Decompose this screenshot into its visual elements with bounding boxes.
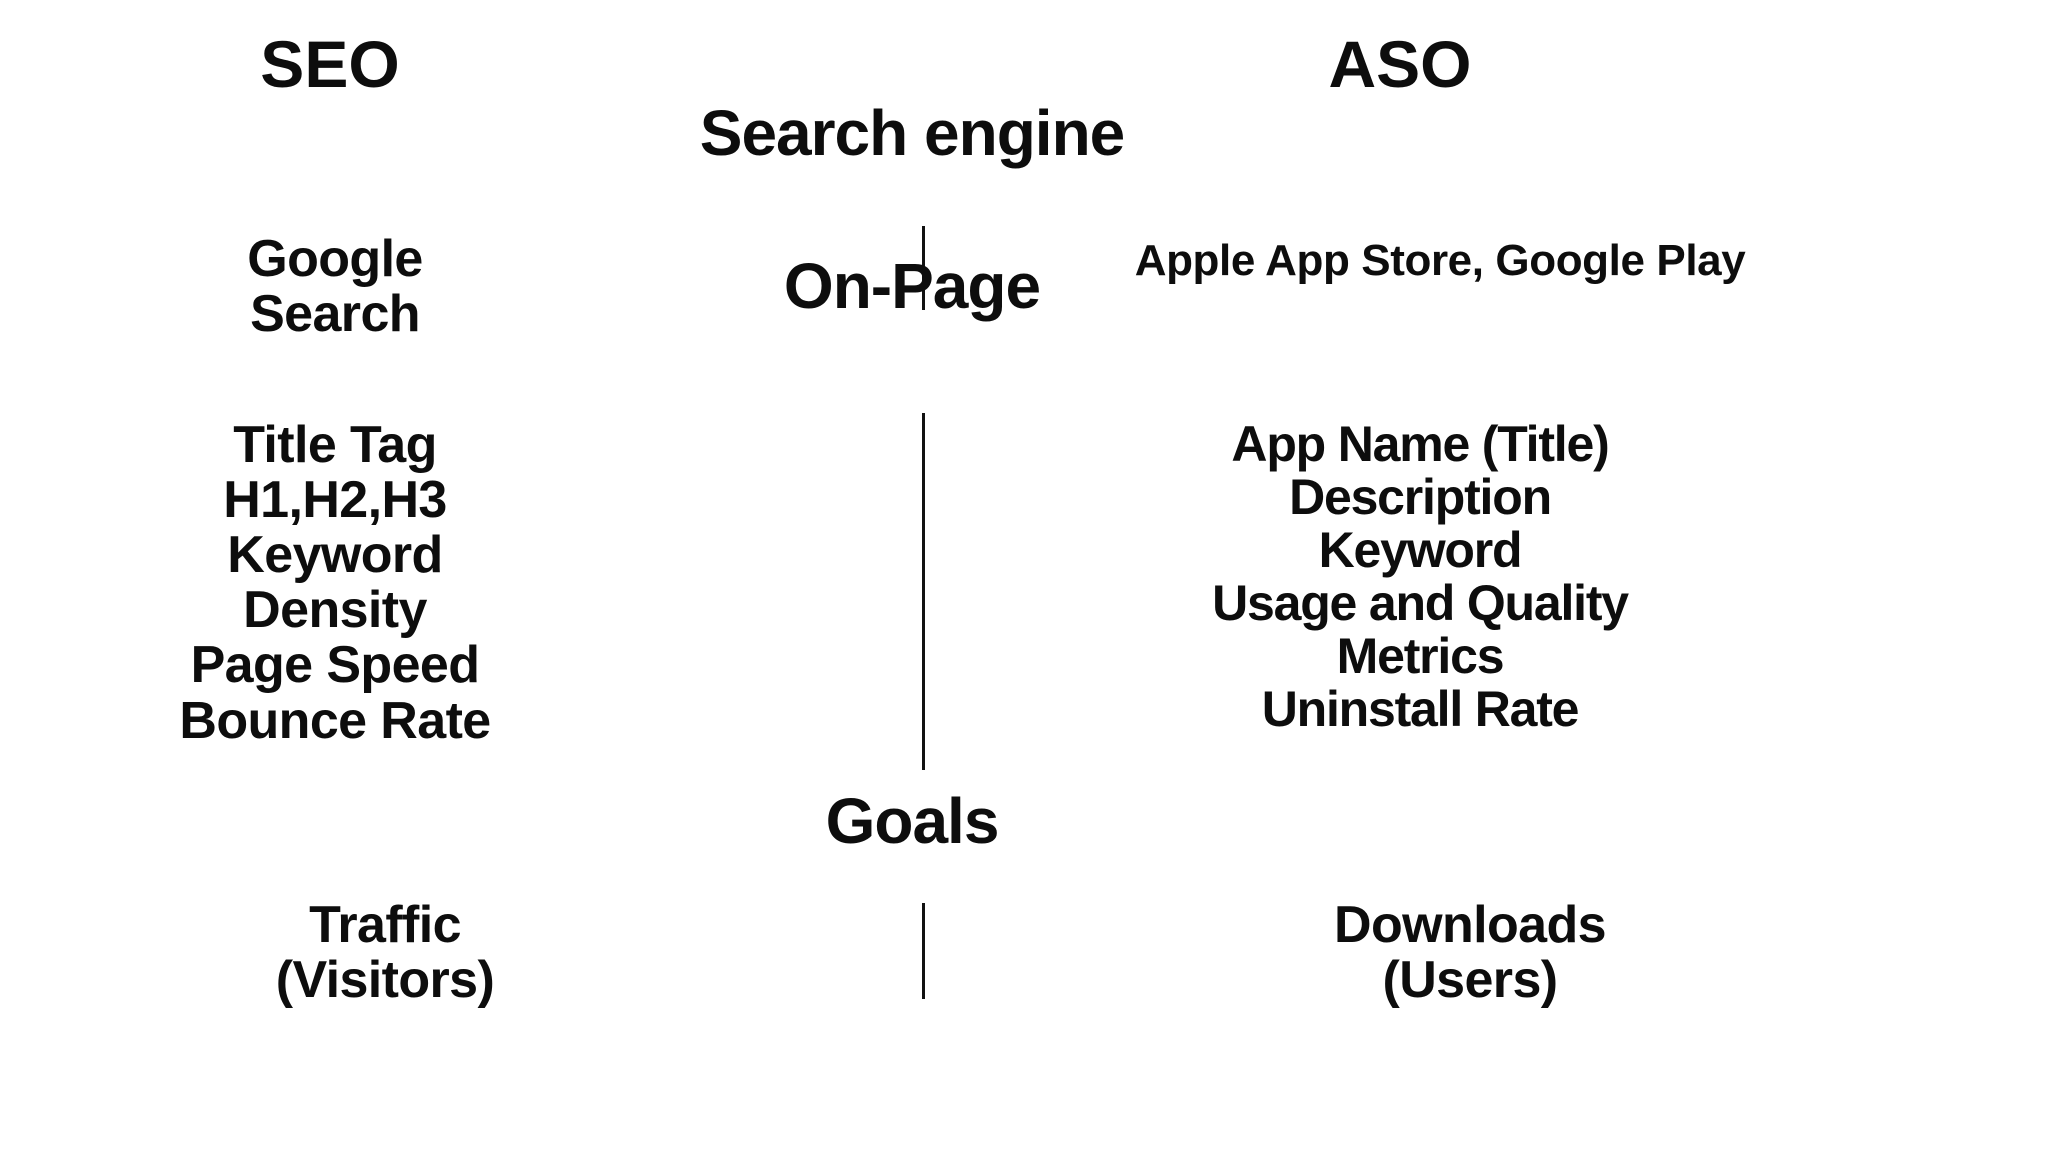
- connector-line-search-engine: [922, 226, 925, 310]
- section-label-goals: Goals: [825, 785, 1000, 857]
- section-label-search-engine: Search engine: [699, 97, 1126, 169]
- aso-item-search-engine: Apple App Store, Google Play: [1134, 236, 1746, 285]
- column-header-aso: ASO: [1328, 27, 1472, 101]
- seo-item-goals: Traffic (Visitors): [275, 896, 495, 1010]
- section-label-on-page: On-Page: [783, 250, 1041, 322]
- connector-line-goals: [922, 903, 925, 999]
- column-header-seo: SEO: [260, 27, 400, 101]
- seo-item-search-engine: Google Search: [247, 230, 423, 344]
- aso-items-on-page: App Name (Title) Description Keyword Usa…: [1212, 416, 1629, 737]
- aso-item-goals: Downloads (Users): [1334, 896, 1607, 1010]
- connector-line-on-page: [922, 413, 925, 770]
- seo-items-on-page: Title Tag H1,H2,H3 Keyword Density Page …: [179, 416, 491, 750]
